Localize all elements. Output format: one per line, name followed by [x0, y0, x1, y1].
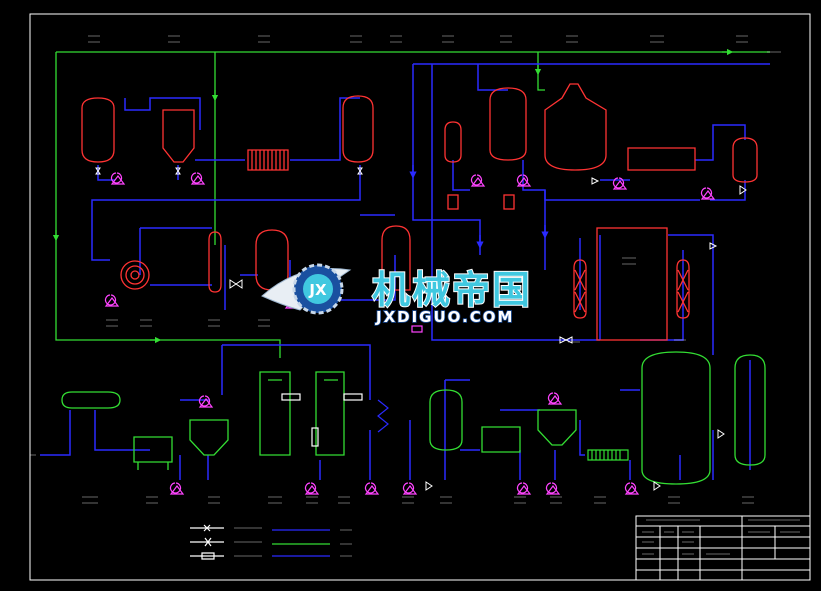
- pump-16: [198, 395, 214, 408]
- tank-6: [429, 389, 463, 451]
- reactor-3: [189, 419, 229, 456]
- pump-2: [190, 172, 206, 185]
- misc-components: [281, 325, 629, 461]
- tall-tank-2: [734, 354, 766, 466]
- tank-4: [489, 87, 527, 161]
- horizontal-tank: [61, 391, 121, 409]
- reactor-4: [537, 409, 577, 446]
- pump-7: [612, 177, 628, 190]
- pump-8: [700, 187, 716, 200]
- heat-exchanger-2: [627, 147, 696, 171]
- dryer-unit: [596, 227, 668, 341]
- column-3: [676, 259, 690, 319]
- pump-12: [402, 482, 418, 495]
- heat-exchanger-1: [247, 149, 289, 171]
- storage-tank-2: [342, 95, 374, 163]
- watermark-emblem: JX: [308, 281, 327, 299]
- pump-1: [110, 172, 126, 185]
- small-tank-1: [444, 121, 462, 163]
- annotation-marks: [30, 35, 800, 557]
- pump-11: [364, 482, 380, 495]
- pump-5: [470, 174, 486, 187]
- pump-14: [545, 482, 561, 495]
- tank-3: [381, 225, 411, 291]
- pump-9: [169, 482, 185, 495]
- storage-tank-1: [81, 97, 115, 163]
- mixer-2: [481, 426, 521, 453]
- filter-1: [447, 194, 459, 210]
- pump-10: [304, 482, 320, 495]
- column-1: [208, 231, 222, 293]
- pump-13: [516, 482, 532, 495]
- reactor-2: [544, 83, 607, 171]
- distillation-set: [259, 371, 345, 456]
- green-equipment: [61, 351, 766, 485]
- drawing-frame: [29, 13, 811, 581]
- large-tank-1: [641, 351, 711, 485]
- pump-6: [516, 174, 532, 187]
- watermark-brand: 机械帝国: [372, 268, 532, 312]
- hopper-tank-1: [162, 109, 195, 163]
- legend-swatches: [190, 524, 330, 560]
- reactor-1: [255, 229, 289, 291]
- pump-17: [547, 392, 563, 405]
- valves: [95, 167, 747, 491]
- watermark: JX 机械帝国 JXDIGUO.COM: [261, 263, 532, 327]
- agitator-1: [120, 260, 150, 290]
- water-lines: [52, 48, 770, 358]
- pumps: [104, 172, 716, 495]
- tank-5: [732, 137, 758, 183]
- filter-2: [503, 194, 515, 210]
- red-equipment: [81, 83, 758, 341]
- pump-3: [104, 294, 120, 307]
- watermark-site: JXDIGUO.COM: [375, 308, 514, 326]
- pump-15: [624, 482, 640, 495]
- mixer-1: [133, 436, 173, 470]
- column-2: [573, 259, 587, 319]
